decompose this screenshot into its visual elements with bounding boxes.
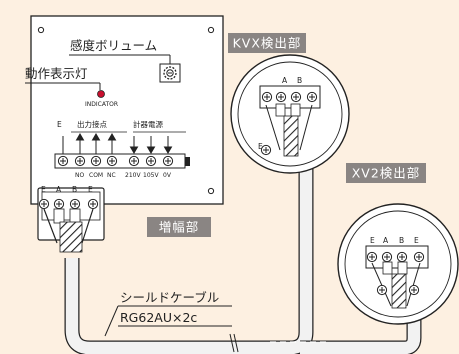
amplifier-clamp: E A B E [37, 185, 105, 253]
kvx-shield-braid [283, 115, 299, 157]
cable-spec: RG62AU×2c [120, 310, 197, 325]
sensitivity-volume-label: 感度ボリューム [70, 38, 157, 53]
e-terminal-label: E [57, 120, 62, 129]
svg-text:105V: 105V [143, 172, 159, 179]
indicator-lamp-label: 動作表示灯 [25, 66, 88, 81]
amplifier-unit: 感度ボリューム 動作表示灯 INDICATOR E 出力接点 計器電源 [25, 15, 224, 253]
kvx-detector: KVX検出部 A B E [228, 33, 350, 174]
svg-text:増幅部: 増幅部 [159, 220, 200, 235]
mounting-hole [207, 187, 215, 195]
mounting-hole [37, 26, 45, 34]
svg-text:A: A [383, 236, 389, 245]
xv2-detector: XV2検出部 E A B E [337, 163, 459, 325]
xv2-shield-braid [391, 273, 407, 309]
svg-text:0V: 0V [163, 172, 172, 179]
svg-text:A: A [282, 76, 288, 85]
svg-text:COM: COM [89, 172, 103, 179]
svg-text:NO: NO [75, 172, 84, 179]
svg-text:E: E [414, 236, 419, 245]
svg-text:B: B [297, 76, 302, 85]
kvx-tag: KVX検出部 [228, 33, 306, 53]
svg-text:B: B [72, 185, 77, 194]
terminal-arrows [62, 133, 173, 154]
svg-text:E: E [41, 185, 46, 194]
svg-text:E: E [370, 236, 375, 245]
amplifier-tag: 増幅部 [147, 217, 211, 237]
indicator-lamp [97, 90, 105, 98]
svg-text:B: B [399, 236, 404, 245]
svg-text:NC: NC [107, 172, 116, 179]
shield-cable [64, 150, 422, 354]
indicator-text: INDICATOR [85, 101, 118, 108]
instrument-power-label: 計器電源 [133, 119, 163, 129]
svg-text:XV2検出部: XV2検出部 [352, 166, 421, 181]
svg-text:A: A [56, 185, 62, 194]
terminal-labels: NO COM NC 210V 105V 0V [75, 172, 172, 179]
cable-callout: シールドケーブル RG62AU×2c [104, 290, 232, 337]
shield-braid [59, 221, 83, 253]
svg-text:210V: 210V [125, 172, 141, 179]
amplifier-panel [30, 15, 224, 205]
kvx-e-label: E [258, 142, 263, 151]
xv2-tag: XV2検出部 [346, 163, 426, 183]
output-contacts-label: 出力接点 [77, 119, 107, 129]
kvx-terminal-block [259, 85, 321, 109]
cable-name: シールドケーブル [120, 290, 219, 305]
gear-icon [163, 66, 177, 80]
svg-text:E: E [88, 185, 93, 194]
kvx-housing [230, 54, 350, 174]
mounting-hole [207, 26, 215, 34]
svg-text:KVX検出部: KVX検出部 [233, 36, 302, 51]
